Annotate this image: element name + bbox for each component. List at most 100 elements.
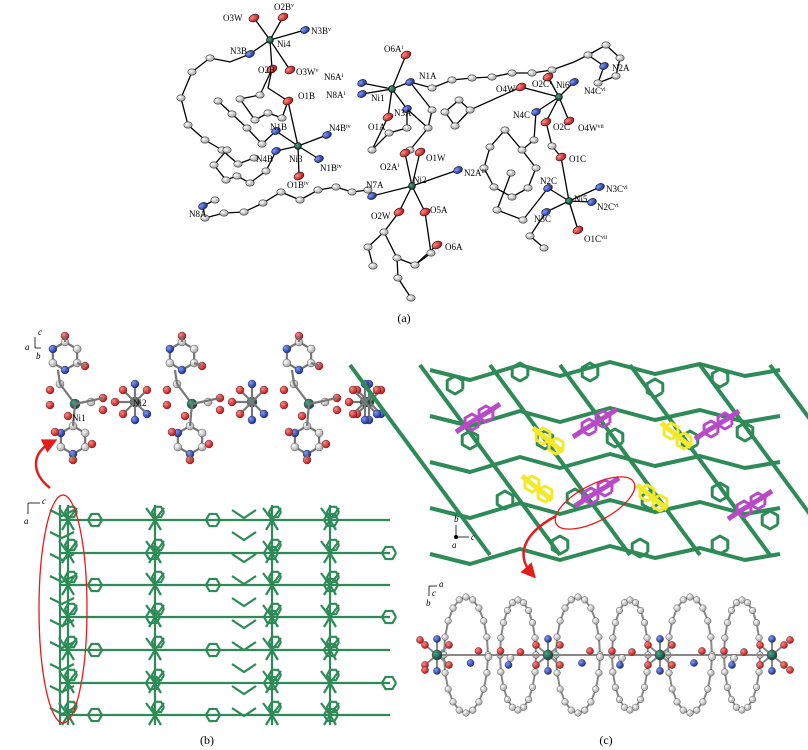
atom-label: O4W (496, 84, 516, 94)
carbon-atom (523, 184, 533, 192)
framework-bond (150, 668, 165, 682)
carbon-atom (454, 96, 464, 104)
nitrogen-atom (405, 78, 415, 86)
carbon-ball (56, 442, 66, 452)
carbon-ball (727, 695, 735, 703)
panel-b-axis-bottom: c a (24, 496, 46, 526)
framework-strand (429, 452, 781, 474)
framework-strand (348, 363, 492, 557)
framework-bond (49, 619, 75, 628)
coordination-bond (568, 200, 579, 231)
oxygen-atom (393, 207, 405, 217)
carbon-ball (475, 698, 483, 706)
oxygen-ball (180, 411, 190, 421)
carbon-atom (525, 232, 535, 240)
carbon-ball (444, 685, 452, 693)
carbon-atom (427, 84, 437, 92)
framework-bond (204, 642, 221, 658)
coordination-bond (297, 134, 328, 147)
ring (547, 436, 565, 456)
framework-bond (144, 609, 161, 625)
oxygen-atom (266, 64, 278, 74)
ring (596, 478, 614, 498)
oxygen-ball (586, 647, 594, 655)
carbon-ball (529, 683, 537, 691)
framework-bond (150, 505, 165, 519)
oxygen-ball (516, 648, 525, 656)
oxygen-atom (293, 171, 305, 181)
ligand-bond (217, 100, 277, 145)
oxygen-ball (204, 439, 214, 449)
nitrogen-ball (656, 635, 664, 643)
carbon-ball (455, 706, 463, 714)
panel-b-highlight-ellipse (38, 494, 88, 724)
carbon-ball (503, 695, 511, 703)
nitrogen-ball (360, 415, 370, 425)
oxygen-atom (572, 225, 584, 235)
nickel-ball (654, 649, 666, 661)
atom-label: N3B (230, 46, 247, 56)
carbon-ball (643, 634, 651, 642)
carbon-atom (379, 228, 389, 236)
carbon-atom (440, 108, 450, 116)
carbon-ball (567, 596, 575, 604)
carbon-ball (707, 669, 715, 677)
atom-label: N1Biv (320, 163, 342, 173)
nitrogen-atom (402, 105, 412, 113)
panel-c-curved-arrow (520, 514, 557, 579)
atom-label: N6Ai (324, 72, 344, 82)
atom-label: O1B (298, 91, 315, 101)
nitrogen-atom (453, 166, 463, 174)
oxygen-atom (419, 207, 431, 217)
oxygen-ball (45, 385, 55, 395)
oxygen-atom (382, 112, 394, 122)
carbon-ball (80, 428, 90, 438)
atom-label: O2W (371, 211, 391, 221)
carbon-ball (455, 596, 463, 604)
carbon-ball (499, 683, 507, 691)
framework-bond (49, 531, 75, 540)
carbon-ball (738, 596, 746, 604)
coordination-bond (269, 29, 306, 41)
oxygen-ball (780, 661, 788, 669)
axis-label-c: c (38, 327, 42, 337)
carbon-ball (609, 634, 617, 642)
carbon-atom (277, 114, 287, 122)
oxygen-atom (431, 240, 443, 250)
carbon-ball (641, 683, 649, 691)
framework-bond (267, 700, 282, 714)
atom-label: N3Cvi (606, 184, 628, 194)
carbon-atom (261, 167, 271, 175)
ligand-bond (173, 369, 179, 385)
carbon-ball (626, 706, 634, 714)
carbon-ball (673, 698, 681, 706)
oxygen-ball (118, 385, 128, 395)
nitrogen-ball (247, 379, 257, 389)
carbon-ball (704, 617, 712, 625)
carbon-ball (525, 695, 533, 703)
carbon-ball (520, 599, 528, 607)
panel-b-chain-detail (45, 331, 386, 465)
carbon-ball (730, 654, 738, 662)
carbon-atom (187, 68, 197, 76)
framework-bond (63, 570, 78, 584)
carbon-atom (363, 243, 373, 251)
oxygen-ball (786, 666, 794, 674)
carbon-ball (314, 428, 324, 438)
carbon-ball (668, 617, 676, 625)
carbon-atom (393, 274, 403, 282)
carbon-ball (755, 668, 763, 676)
ring (460, 429, 480, 451)
oxygen-ball (279, 400, 289, 410)
panel-c-axis-mid: b a c (452, 514, 475, 550)
carbon-ball (497, 668, 505, 676)
coordination-bond (269, 39, 291, 71)
carbon-ball (686, 709, 694, 717)
framework-bond (86, 707, 103, 723)
nitrogen-ball (433, 667, 441, 675)
nitrogen-atom (300, 26, 310, 34)
carbon-atom (583, 51, 593, 59)
ligand-bond (310, 361, 320, 368)
oxygen-atom (515, 82, 527, 92)
oxygen-ball (215, 405, 225, 415)
